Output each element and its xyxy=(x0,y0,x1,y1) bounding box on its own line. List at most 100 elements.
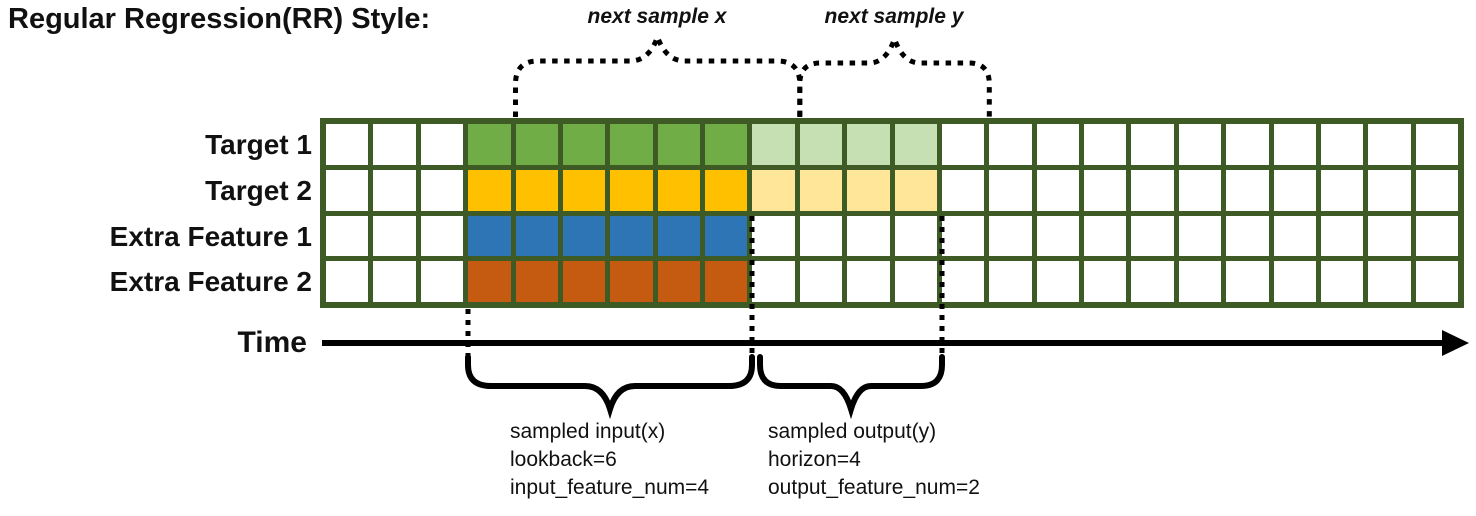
grid-cell xyxy=(1084,261,1127,302)
grid-cell xyxy=(1036,169,1079,211)
grid-cell xyxy=(752,215,795,257)
grid-cell xyxy=(1415,169,1458,211)
grid-cell xyxy=(1036,124,1079,165)
grid-cell xyxy=(1178,215,1222,257)
grid-cell xyxy=(705,261,748,302)
grid-cell xyxy=(1320,261,1364,302)
grid-cell xyxy=(1178,261,1222,302)
grid-cell xyxy=(610,124,653,165)
grid-cell xyxy=(1273,261,1316,302)
sampled-input-brace xyxy=(465,354,755,420)
grid-cell xyxy=(326,261,369,302)
grid-cell xyxy=(420,169,464,211)
output-feature-num-value: output_feature_num=2 xyxy=(768,476,980,499)
grid-cell xyxy=(1273,124,1316,165)
row-label-target-1: Target 1 xyxy=(205,129,312,160)
next-sample-y-label: next sample y xyxy=(824,5,964,28)
next-sample-y-brace xyxy=(797,31,992,117)
grid-cell xyxy=(657,261,700,302)
grid-cell xyxy=(1084,215,1127,257)
grid-cell xyxy=(894,215,937,257)
grid-cell xyxy=(1226,215,1269,257)
grid-cell xyxy=(326,215,369,257)
grid-cell xyxy=(1036,215,1079,257)
grid-cell xyxy=(1368,124,1411,165)
time-axis-label: Time xyxy=(237,326,307,359)
grid-cell xyxy=(326,169,369,211)
grid-cell xyxy=(1131,124,1174,165)
grid-cell xyxy=(894,124,937,165)
grid-cell xyxy=(941,261,985,302)
grid-cell xyxy=(515,215,558,257)
grid-cell xyxy=(752,261,795,302)
grid-cell xyxy=(799,169,843,211)
grid-cell xyxy=(1273,215,1316,257)
grid-cell xyxy=(562,261,606,302)
grid-cell xyxy=(468,124,511,165)
grid-cell xyxy=(373,215,416,257)
grid-cell xyxy=(1226,169,1269,211)
grid-cell xyxy=(562,124,606,165)
grid-cell xyxy=(989,261,1032,302)
grid-cell xyxy=(468,169,511,211)
grid-cell xyxy=(1178,124,1222,165)
grid-cell xyxy=(1320,215,1364,257)
grid-cell xyxy=(799,261,843,302)
grid-cell xyxy=(468,215,511,257)
grid-cell xyxy=(847,215,890,257)
row-label-extra-feature-2: Extra Feature 2 xyxy=(109,266,312,298)
grid-cell xyxy=(657,215,700,257)
grid-cell xyxy=(1131,169,1174,211)
sampled-input-note: sampled input(x) lookback=6 input_featur… xyxy=(510,418,709,502)
sampled-output-note: sampled output(y) horizon=4 output_featu… xyxy=(768,418,980,502)
grid-cell xyxy=(1368,261,1411,302)
grid-cell xyxy=(1226,261,1269,302)
sampled-output-brace xyxy=(757,354,945,420)
grid-cell xyxy=(657,169,700,211)
grid-cell xyxy=(941,215,985,257)
grid-cell xyxy=(373,261,416,302)
grid-cell xyxy=(610,261,653,302)
grid-cell xyxy=(989,124,1032,165)
grid-cell xyxy=(1368,215,1411,257)
grid-cell xyxy=(705,215,748,257)
time-axis-arrowhead xyxy=(1442,330,1469,356)
grid-cell xyxy=(1415,215,1458,257)
grid-cell xyxy=(1320,124,1364,165)
grid-cell xyxy=(847,169,890,211)
grid-cell xyxy=(1273,169,1316,211)
grid-cell xyxy=(1320,169,1364,211)
grid-cell xyxy=(610,169,653,211)
grid-cell xyxy=(468,261,511,302)
grid-cell xyxy=(894,169,937,211)
grid-cell xyxy=(1415,261,1458,302)
diagram-title: Regular Regression(RR) Style: xyxy=(8,3,431,35)
grid-cell xyxy=(1131,261,1174,302)
grid-cell xyxy=(989,215,1032,257)
grid-cell xyxy=(799,124,843,165)
grid-cell xyxy=(420,124,464,165)
grid-cell xyxy=(657,124,700,165)
grid-cell xyxy=(941,169,985,211)
grid-cell xyxy=(799,215,843,257)
grid-cell xyxy=(1131,215,1174,257)
grid-cell xyxy=(515,169,558,211)
grid-cell xyxy=(705,169,748,211)
grid-cell xyxy=(562,215,606,257)
next-sample-x-label: next sample x xyxy=(587,5,727,28)
grid-cell xyxy=(1084,169,1127,211)
input-feature-num-value: input_feature_num=4 xyxy=(510,476,710,499)
grid-cell xyxy=(373,169,416,211)
grid-cell xyxy=(1368,169,1411,211)
grid-cell xyxy=(610,215,653,257)
grid-cell xyxy=(1036,261,1079,302)
grid-cell xyxy=(705,124,748,165)
grid-cell xyxy=(941,124,985,165)
next-sample-x-brace xyxy=(513,29,803,117)
grid-cell xyxy=(752,169,795,211)
row-label-extra-feature-1: Extra Feature 1 xyxy=(109,220,312,252)
lookback-value: lookback=6 xyxy=(510,448,617,471)
grid-cell xyxy=(1415,124,1458,165)
grid-cell xyxy=(420,215,464,257)
horizon-value: horizon=4 xyxy=(768,448,861,471)
